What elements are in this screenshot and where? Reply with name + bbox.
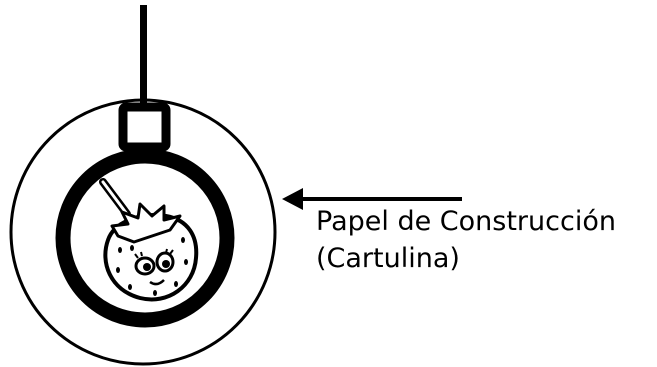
- ornament-cap: [118, 102, 171, 152]
- strawberry-mouth: [149, 279, 165, 286]
- strawberry-leaves: [110, 202, 182, 244]
- ornament-string: [140, 5, 147, 107]
- construction-paper-label: Papel de Construcción (Cartulina): [316, 203, 616, 277]
- pointer-arrow: [282, 188, 462, 210]
- label-line-2: (Cartulina): [316, 243, 460, 274]
- strawberry-character: [99, 178, 199, 302]
- label-line-1: Papel de Construcción: [316, 206, 616, 237]
- strawberry-seeds: [116, 237, 188, 296]
